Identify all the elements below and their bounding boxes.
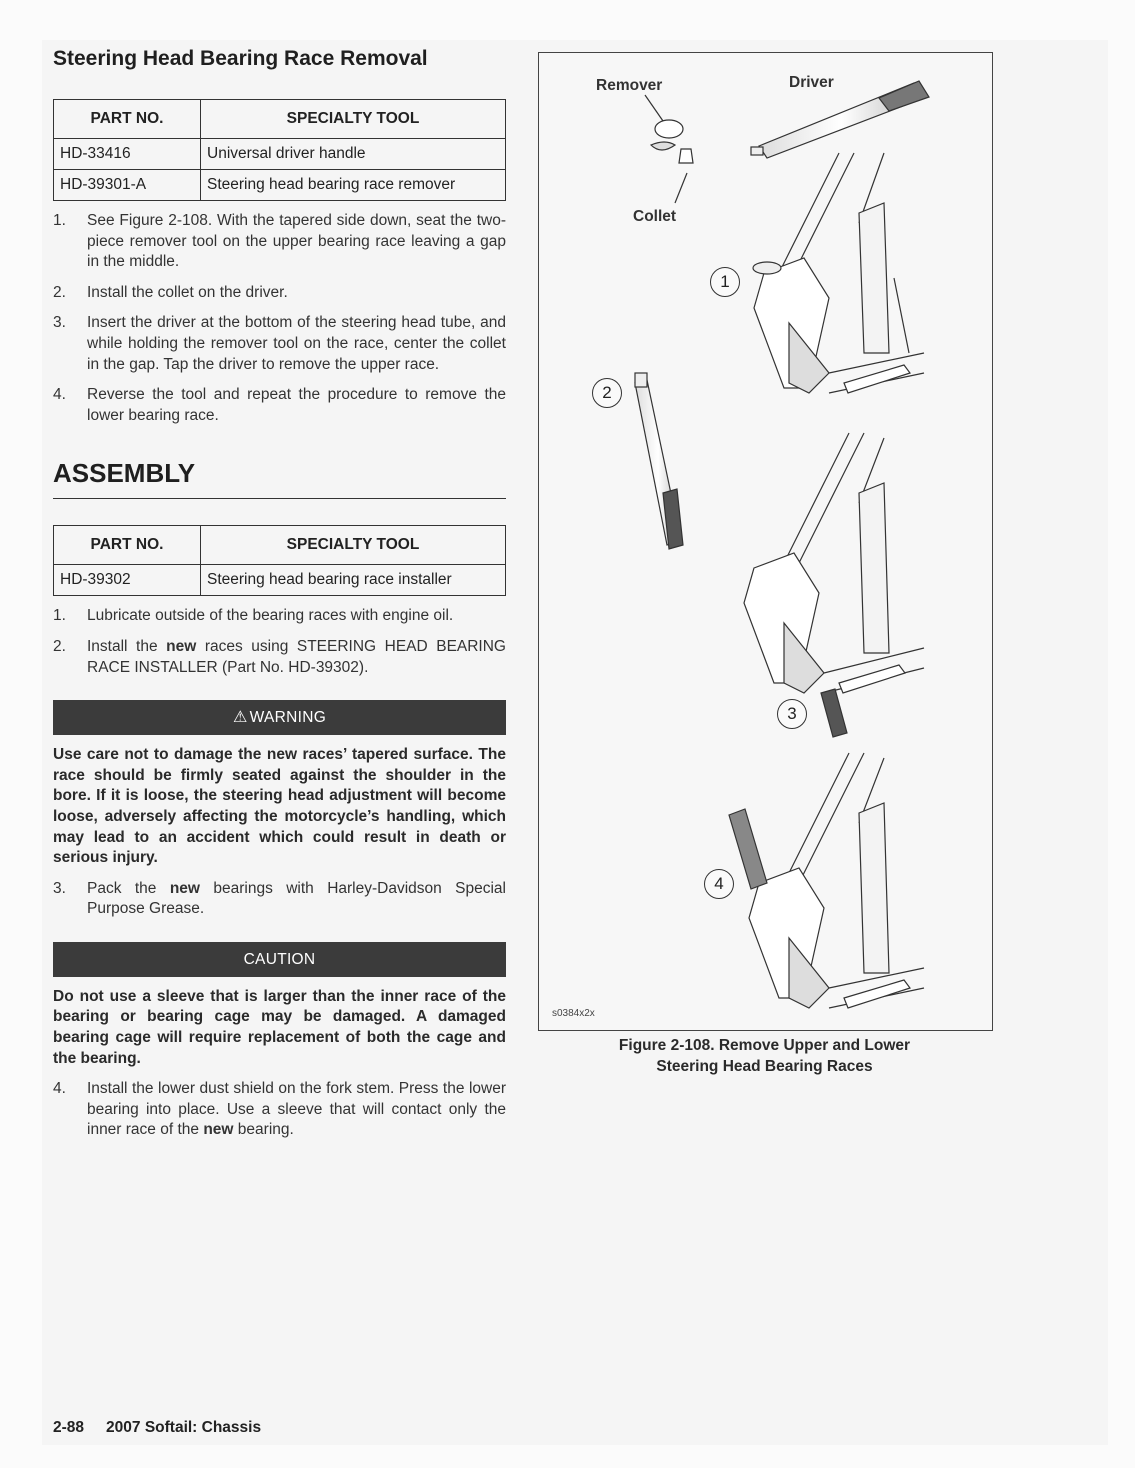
list-item: 1. See Figure 2-108. With the tapered sid…	[53, 211, 506, 273]
step-number: 1.	[53, 607, 66, 625]
table-row: HD-33416 Universal driver handle	[53, 138, 506, 170]
callout-3: 3	[777, 699, 807, 729]
tool-name-cell: Universal driver handle	[200, 138, 506, 170]
step-text-pre: Pack the	[87, 879, 170, 897]
step-number: 4.	[53, 1080, 66, 1098]
step-text-emphasis: new	[166, 637, 197, 655]
assembly-step-3: 3. Pack the new bearings with Harley-Davi…	[53, 879, 506, 920]
step-text: Lubricate outside of the bearing races w…	[87, 607, 454, 625]
table-row: HD-39301-A Steering head bearing race re…	[53, 169, 506, 201]
assembly-heading: ASSEMBLY	[53, 456, 506, 500]
step-text: Install the collet on the driver.	[87, 283, 288, 301]
step-number: 4.	[53, 386, 66, 404]
frame-illustration-3	[728, 752, 925, 1009]
step-text-emphasis: new	[169, 879, 200, 897]
step-number: 2.	[53, 637, 66, 655]
figure-illustration	[634, 80, 930, 1009]
step-text: Insert the driver at the bottom of the s…	[87, 314, 506, 373]
step-text-post: bearing.	[233, 1121, 294, 1139]
part-number-cell: HD-33416	[53, 138, 201, 170]
step-number: 1.	[53, 212, 66, 229]
remover-leader-line	[644, 94, 664, 122]
table-header-specialty-tool: SPECIALTY TOOL	[200, 99, 506, 139]
list-item: 3. Insert the driver at the bottom of the…	[53, 313, 506, 375]
step-number: 3.	[53, 879, 66, 897]
warning-label: WARNING	[249, 709, 327, 727]
callout-2: 2	[592, 378, 622, 408]
tool-name-cell: Steering head bearing race remover	[200, 169, 506, 201]
table-row: HD-39302 Steering head bearing race inst…	[53, 564, 506, 597]
warning-banner: ⚠WARNING	[53, 700, 506, 736]
figure-caption: Figure 2-108. Remove Upper and Lower Ste…	[538, 1035, 991, 1077]
step-text-post: bearings with Harley-Davidson Special Pu…	[87, 879, 506, 918]
caution-text: Do not use a sleeve that is larger than …	[53, 987, 506, 1067]
tool-name-cell: Steering head bearing race installer	[200, 564, 506, 597]
list-item: 4. Install the lower dust shield on the f…	[53, 1079, 506, 1141]
part-number-cell: HD-39301-A	[53, 169, 201, 201]
collet-part	[674, 148, 694, 204]
removal-steps: 1. See Figure 2-108. With the tapered sid…	[53, 211, 506, 426]
step-text-pre: Install the	[87, 637, 167, 655]
step-text-emphasis: new	[203, 1121, 234, 1139]
list-item: 1. Lubricate outside of the bearing races…	[53, 606, 506, 627]
caution-label: CAUTION	[243, 950, 316, 968]
step-text-post: races using STEERING HEAD BEARING RACE I…	[87, 637, 506, 676]
caution-banner: CAUTION	[53, 941, 506, 977]
figure-frame: Remover Driver Collet 1 2 3 4 s0384x2x	[538, 52, 993, 1031]
page-number: 2-88	[53, 1419, 85, 1436]
collet-label: Collet	[633, 208, 677, 225]
page-footer: 2-88 2007 Softail: Chassis	[53, 1419, 261, 1437]
step-number: 3.	[53, 314, 66, 332]
removal-heading: Steering Head Bearing Race Removal	[53, 47, 428, 70]
part-number-cell: HD-39302	[53, 564, 201, 597]
frame-illustration-2	[743, 432, 925, 738]
table-header-specialty-tool: SPECIALTY TOOL	[200, 525, 506, 566]
driver-label: Driver	[789, 74, 834, 91]
list-item: 2. Install the collet on the driver.	[53, 283, 506, 304]
callout-4: 4	[704, 869, 734, 899]
step-text: Reverse the tool and repeat the procedur…	[87, 386, 506, 424]
footer-title: 2007 Softail: Chassis	[106, 1419, 262, 1436]
driver-tool	[750, 80, 930, 159]
table-header-part-no: PART NO.	[53, 99, 201, 139]
list-item: 3. Pack the new bearings with Harley-Davi…	[53, 879, 506, 920]
warning-text: Use care not to damage the new races’ ta…	[53, 746, 506, 867]
assembly-step-4: 4. Install the lower dust shield on the f…	[53, 1079, 506, 1141]
removal-tools-table: PART NO. SPECIALTY TOOL HD-33416 Univers…	[53, 99, 506, 201]
callout-1: 1	[710, 267, 740, 297]
step-number: 2.	[53, 283, 66, 301]
list-item: 2. Install the new races using STEERING H…	[53, 637, 506, 678]
figure-caption-line-2: Steering Head Bearing Races	[656, 1058, 873, 1075]
remover-tool	[649, 119, 684, 151]
list-item: 4. Reverse the tool and repeat the proced…	[53, 385, 506, 426]
assembly-steps: 1. Lubricate outside of the bearing races…	[53, 606, 506, 678]
figure-caption-line-1: Figure 2-108. Remove Upper and Lower	[618, 1037, 911, 1054]
driver-with-collet	[634, 372, 684, 550]
step-text-pre: Install the lower dust shield on the for…	[87, 1080, 506, 1139]
step-text: See Figure 2-108. With the tapered side …	[87, 212, 506, 271]
figure-code: s0384x2x	[552, 1008, 595, 1019]
assembly-tools-table: PART NO. SPECIALTY TOOL HD-39302 Steerin…	[53, 525, 506, 597]
frame-illustration-1	[752, 152, 925, 394]
remover-label: Remover	[596, 77, 663, 94]
left-column: Steering Head Bearing Race Removal PART …	[53, 44, 506, 1141]
table-header-part-no: PART NO.	[53, 525, 201, 566]
warning-triangle-icon: ⚠	[232, 709, 248, 727]
